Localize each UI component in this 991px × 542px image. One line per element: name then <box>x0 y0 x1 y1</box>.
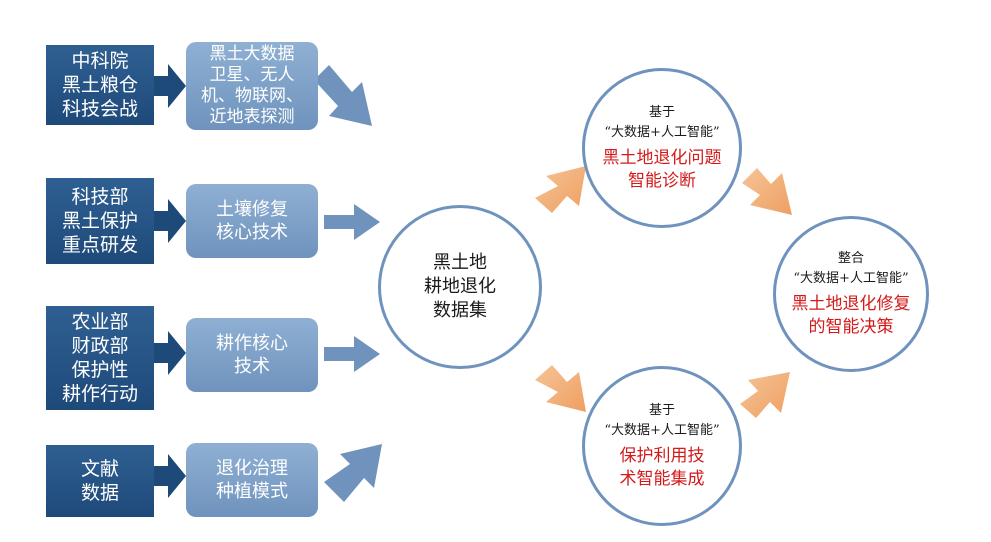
center-dataset-label: 黑土地 耕地退化 数据集 <box>424 252 496 321</box>
source-arrow-3 <box>154 331 186 375</box>
decision-title: 黑土地退化修复 的智能决策 <box>791 294 911 337</box>
method-arrow-1 <box>314 65 372 126</box>
source-arrow-1 <box>154 64 186 108</box>
diagnosis-basis: 基于 <box>648 105 675 120</box>
source-arrow-2 <box>154 199 186 243</box>
source-box-cas: 中科院 黑土粮仓 科技会战 <box>46 45 154 125</box>
integration-method: “大数据+人工智能” <box>604 423 720 438</box>
source-arrow-4 <box>154 454 186 498</box>
integration-circle: 基于 “大数据+人工智能” 保护利用技 术智能集成 <box>582 366 742 526</box>
flow-arrow-bottom-to-right <box>740 372 790 418</box>
source-box-most: 科技部 黑土保护 重点研发 <box>46 178 154 264</box>
flow-arrow-center-to-top <box>535 166 586 213</box>
flow-arrow-center-to-bottom <box>535 365 586 412</box>
decision-method: “大数据+人工智能” <box>793 271 909 286</box>
method-box-tillage: 耕作核心 技术 <box>186 318 318 392</box>
method-arrow-2 <box>324 204 380 240</box>
method-box-big-data: 黑土大数据 卫星、无人 机、物联网、 近地表探测 <box>186 42 318 130</box>
flow-arrow-top-to-right <box>742 168 792 215</box>
diagnosis-title: 黑土地退化问题 智能诊断 <box>602 148 722 191</box>
method-arrow-3 <box>324 336 380 372</box>
source-box-literature: 文献 数据 <box>46 445 154 517</box>
decision-circle: 整合 “大数据+人工智能” 黑土地退化修复 的智能决策 <box>773 216 929 372</box>
integration-title: 保护利用技 术智能集成 <box>619 446 705 489</box>
method-box-planting-mode: 退化治理 种植模式 <box>186 443 318 517</box>
diagnosis-circle: 基于 “大数据+人工智能” 黑土地退化问题 智能诊断 <box>582 68 742 228</box>
decision-basis: 整合 <box>837 251 864 266</box>
diagnosis-method: “大数据+人工智能” <box>604 125 720 140</box>
method-arrow-4 <box>324 444 382 502</box>
source-box-moa: 农业部 财政部 保护性 耕作行动 <box>46 306 154 410</box>
integration-basis: 基于 <box>648 403 675 418</box>
method-box-soil-repair: 土壤修复 核心技术 <box>186 184 318 258</box>
center-dataset-circle: 黑土地 耕地退化 数据集 <box>378 205 542 369</box>
